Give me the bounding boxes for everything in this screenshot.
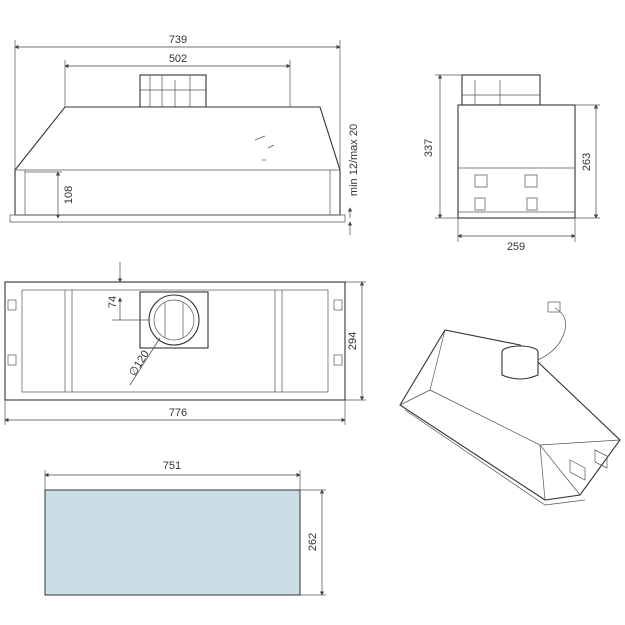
dim-751: 751 — [44, 460, 301, 490]
dim-label: 337 — [423, 139, 435, 157]
dim-337: 337 — [423, 74, 462, 219]
dim-108: 108 — [25, 171, 75, 219]
dim-262: 262 — [300, 489, 326, 596]
dim-776: 776 — [4, 400, 346, 425]
top-view: 74 ∅120 294 776 — [4, 262, 366, 425]
dim-label: 751 — [163, 460, 181, 472]
dim-294: 294 — [345, 281, 366, 401]
dim-label: 259 — [507, 241, 525, 253]
dim-739: 739 — [14, 34, 341, 170]
dim-label: min 12/max 20 — [348, 124, 360, 196]
dim-label: 263 — [581, 153, 593, 171]
isometric-view — [399, 301, 621, 506]
duct-collar — [139, 74, 207, 108]
dim-label: 502 — [169, 53, 187, 65]
duct-collar — [461, 74, 541, 106]
dim-label: 739 — [169, 34, 187, 46]
dim-74: 74 — [107, 262, 150, 321]
dim-label: 74 — [107, 296, 119, 308]
front-view: 739 502 108 min 12/max 20 — [9, 34, 360, 235]
dim-label: 776 — [169, 407, 187, 419]
dim-label: 294 — [347, 332, 359, 350]
dim-502: 502 — [64, 53, 291, 107]
dim-259: 259 — [457, 218, 576, 253]
side-body — [457, 104, 576, 219]
dim-263: 263 — [575, 104, 600, 219]
dim-min-max: min 12/max 20 — [347, 124, 360, 235]
cutout-view: 751 262 — [44, 460, 326, 596]
dim-label: 262 — [307, 533, 319, 551]
cutout-panel — [44, 489, 301, 596]
duct-opening — [148, 294, 200, 346]
dim-label: 108 — [63, 186, 75, 204]
side-view: 337 263 259 — [423, 74, 600, 253]
